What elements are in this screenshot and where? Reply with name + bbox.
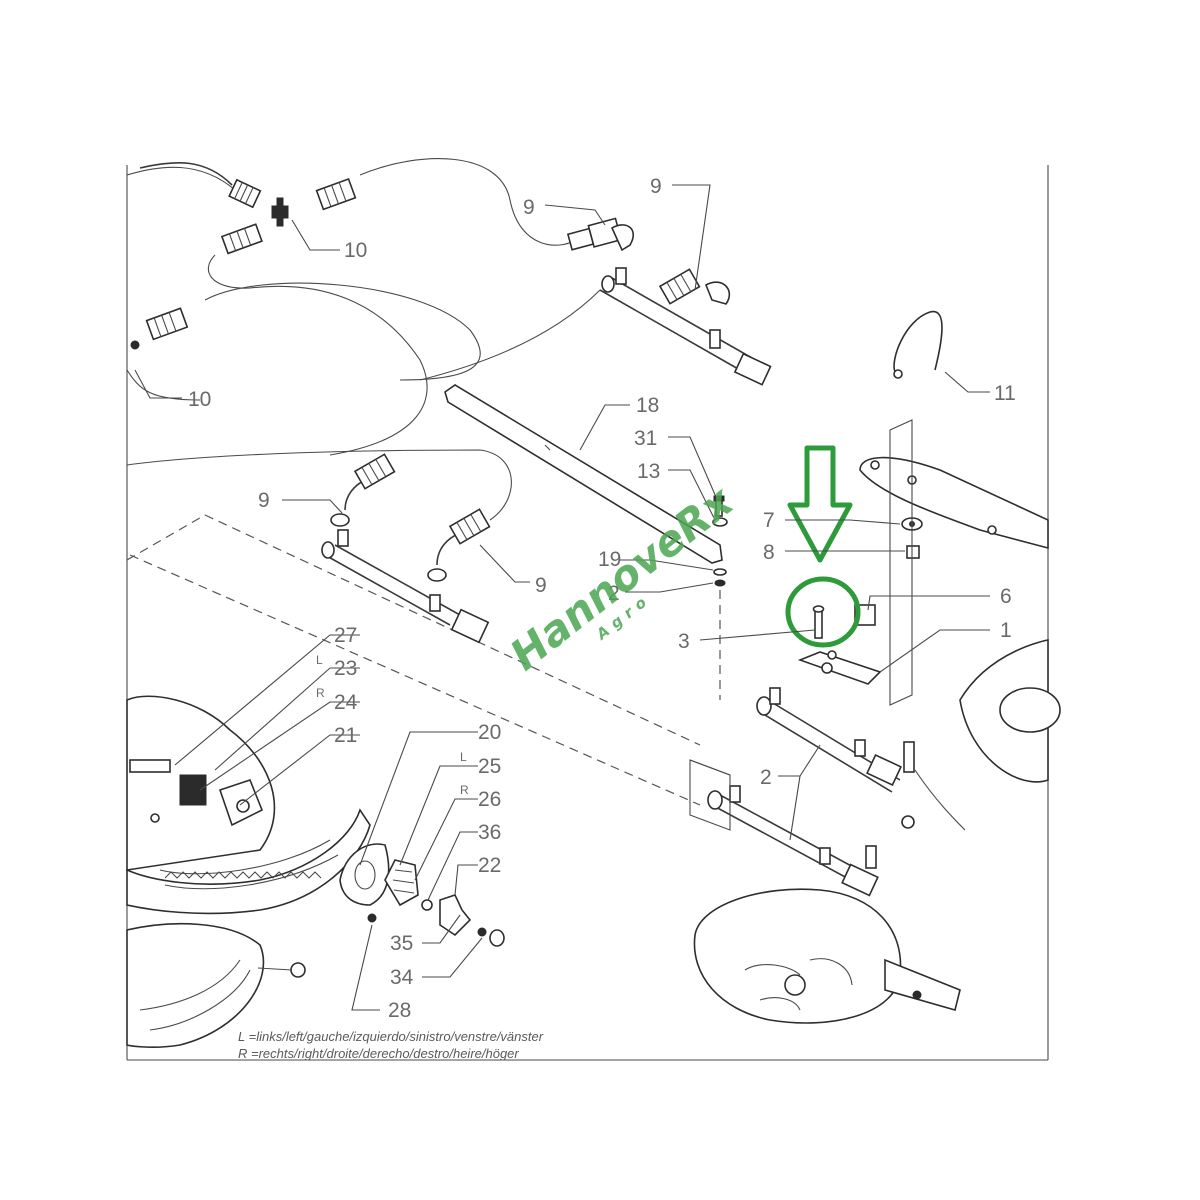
callout-9-top-left: 9	[523, 196, 535, 219]
callout-22: 22	[478, 854, 501, 877]
callout-10-top: 10	[344, 239, 367, 262]
callout-26: 26	[478, 788, 501, 811]
bolt-part-3	[812, 605, 825, 639]
callout-21: 21	[334, 724, 357, 747]
callout-28: 28	[388, 999, 411, 1022]
bracket-plate	[797, 310, 1049, 706]
nozzle-assembly-mid	[321, 453, 491, 644]
callout-9-mid-left: 9	[258, 489, 270, 512]
rod-18	[444, 384, 723, 564]
side-mark-24: R	[316, 686, 325, 700]
callout-12: 2	[608, 582, 620, 605]
side-mark-26: R	[460, 783, 469, 797]
hoses	[126, 158, 601, 521]
callout-9-top-right: 9	[650, 175, 662, 198]
assembly-lines	[126, 514, 721, 806]
callout-36: 36	[478, 821, 501, 844]
legend-right: R =rechts/right/droite/derecho/destro/he…	[238, 1046, 519, 1061]
gear-teeth	[164, 871, 322, 879]
callout-19: 19	[598, 548, 621, 571]
callout-7: 7	[763, 509, 775, 532]
callout-13: 13	[637, 460, 660, 483]
axle-assembly-2	[689, 687, 915, 897]
frame-lines	[126, 165, 1049, 1061]
gear-deck	[126, 695, 371, 1048]
callout-35: 35	[390, 932, 413, 955]
callout-34: 34	[390, 966, 414, 989]
legend: L =links/left/gauche/izquierdo/sinistro/…	[238, 1029, 544, 1061]
gearbox-parts	[339, 843, 505, 947]
callout-27: 27	[334, 624, 357, 647]
callout-3: 3	[678, 630, 690, 653]
callout-10-left: 10	[188, 388, 211, 411]
callout-20: 20	[478, 721, 501, 744]
callout-25: 25	[478, 755, 501, 778]
callout-11: 11	[994, 382, 1016, 405]
highlight-circle	[785, 576, 861, 648]
callout-2: 2	[760, 766, 772, 789]
callout-8: 8	[763, 541, 775, 564]
side-mark-25: L	[460, 750, 467, 764]
leader-lines	[134, 184, 990, 1011]
callout-labels: 10 10 9 9 9 9 11 18 31 13 19 2 7 8 6 3 1…	[188, 175, 1016, 1022]
down-arrow-icon	[787, 445, 853, 563]
callout-31: 31	[634, 427, 657, 450]
blade-discs	[693, 639, 1061, 1024]
callout-23: 23	[334, 657, 357, 680]
nozzle-assembly-top	[566, 217, 772, 386]
highlight-marker	[785, 445, 861, 648]
legend-left: L =links/left/gauche/izquierdo/sinistro/…	[238, 1029, 544, 1044]
callout-24: 24	[334, 691, 358, 714]
side-mark-23: L	[316, 653, 323, 667]
callout-6: 6	[1000, 585, 1012, 608]
callout-9-mid-right: 9	[535, 574, 547, 597]
callout-18: 18	[636, 394, 659, 417]
callout-1: 1	[1000, 619, 1012, 642]
fittings-top-left	[130, 177, 357, 350]
small-hardware	[712, 495, 728, 587]
